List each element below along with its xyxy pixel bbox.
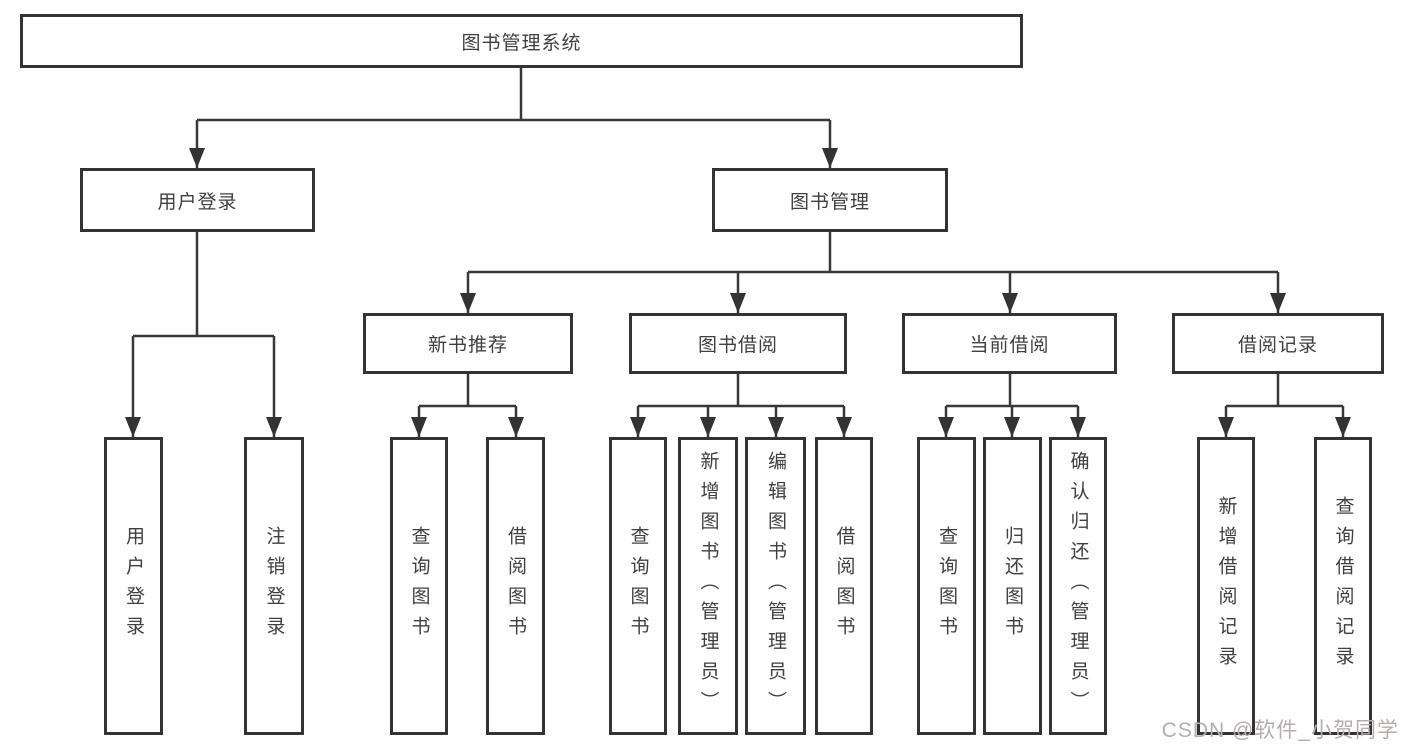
leaf-add-borrow-record: 新增借阅记录 [1197, 437, 1255, 735]
leaf-confirm-return-admin: 确认归还（管理员） [1049, 437, 1107, 735]
leaf-return-books: 归还图书 [983, 437, 1042, 735]
node-label: 编辑图书（管理员） [765, 451, 786, 721]
node-label: 注销登录 [263, 526, 285, 646]
node-label: 图书借阅 [697, 335, 778, 356]
leaf-query-books: 查询图书 [390, 437, 448, 735]
node-user-login: 用户登录 [80, 168, 315, 232]
node-label: 当前借阅 [969, 335, 1050, 356]
node-label: 借阅图书 [833, 526, 855, 646]
node-label: 用户登录 [123, 526, 144, 646]
node-label: 归还图书 [1002, 526, 1023, 646]
node-label: 查询借阅记录 [1332, 496, 1354, 676]
node-label: 新增借阅记录 [1215, 496, 1237, 676]
node-new-book-recommend: 新书推荐 [363, 313, 573, 374]
node-label: 用户登录 [157, 191, 238, 213]
leaf-query-borrow-record: 查询借阅记录 [1314, 437, 1372, 735]
node-label: 借阅图书 [505, 526, 526, 646]
csdn-watermark: CSDN @软件_小贺同学 [1161, 719, 1399, 742]
node-label: 图书管理系统 [461, 32, 582, 54]
node-label: 新增图书（管理员） [697, 451, 719, 721]
leaf-edit-book-admin: 编辑图书（管理员） [745, 437, 806, 735]
node-label: 图书管理 [789, 191, 870, 213]
node-label: 查询图书 [408, 526, 430, 646]
node-book-borrowing: 图书借阅 [629, 313, 847, 374]
node-label: 查询图书 [627, 526, 649, 646]
leaf-query-books: 查询图书 [917, 437, 976, 735]
node-label: 借阅记录 [1237, 335, 1318, 356]
leaf-borrow-books: 借阅图书 [486, 437, 545, 735]
node-label: 新书推荐 [427, 335, 508, 356]
node-current-borrowing: 当前借阅 [902, 313, 1117, 374]
leaf-user-login: 用户登录 [104, 437, 163, 735]
node-borrow-records: 借阅记录 [1172, 313, 1384, 374]
node-book-management: 图书管理 [712, 168, 948, 232]
node-library-system: 图书管理系统 [20, 14, 1023, 68]
leaf-borrow-books: 借阅图书 [815, 437, 873, 735]
node-label: 确认归还（管理员） [1067, 451, 1089, 721]
leaf-logout: 注销登录 [244, 437, 304, 735]
leaf-query-books: 查询图书 [609, 437, 667, 735]
node-label: 查询图书 [936, 526, 957, 646]
leaf-add-book-admin: 新增图书（管理员） [678, 437, 738, 735]
